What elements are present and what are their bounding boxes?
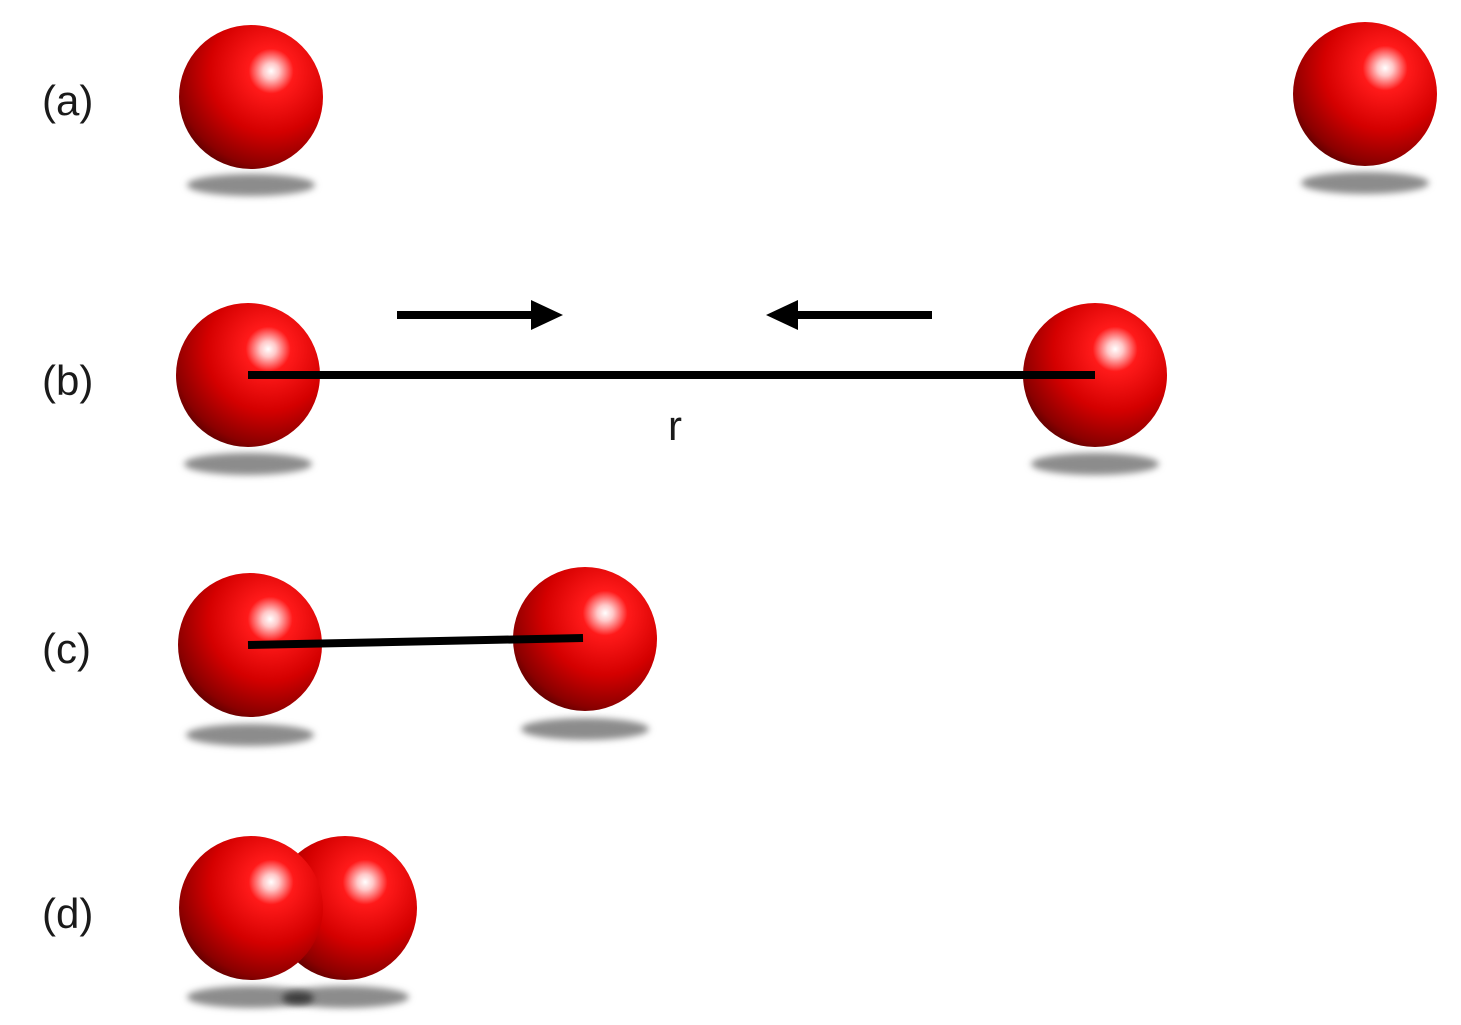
ground-shadow: [1301, 172, 1429, 194]
panel-d: (d): [42, 836, 417, 1008]
ground-shadow-overlap: [282, 992, 314, 1004]
atom-sphere: [179, 25, 323, 169]
ground-shadow: [281, 986, 409, 1008]
ground-shadow: [184, 453, 312, 475]
ground-shadow: [1031, 453, 1159, 475]
ground-shadow: [186, 724, 314, 746]
panel-b: (b) r: [42, 300, 1167, 475]
panel-label-b: (b): [42, 357, 93, 404]
panel-label-c: (c): [42, 625, 91, 672]
atom-sphere: [1293, 22, 1437, 166]
atom-sphere: [179, 836, 323, 980]
panel-a: (a): [42, 22, 1437, 196]
panel-c: (c): [42, 567, 657, 746]
separation-line: [247, 634, 584, 649]
separation-label: r: [668, 402, 682, 449]
panel-label-a: (a): [42, 77, 93, 124]
arrow-right-icon: [397, 300, 563, 330]
ground-shadow: [187, 174, 315, 196]
ground-shadow: [187, 986, 315, 1008]
panel-label-d: (d): [42, 890, 93, 937]
arrow-left-icon: [766, 300, 932, 330]
ground-shadow: [521, 718, 649, 740]
atom-sphere: [513, 567, 657, 711]
